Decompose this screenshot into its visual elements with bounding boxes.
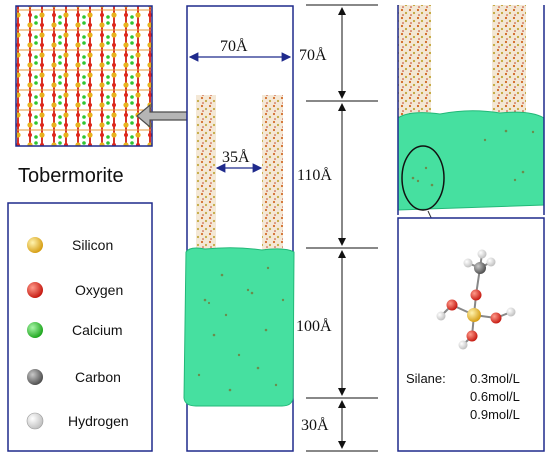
- calcium-atom-icon: [27, 322, 43, 338]
- silane-concentration-3: 0.9mol/L: [470, 407, 520, 422]
- silane-molecule-panel: Silane: 0.3mol/L 0.6mol/L 0.9mol/L: [397, 217, 545, 452]
- oxygen-atom-icon: [27, 282, 43, 298]
- legend-label-calcium: Calcium: [72, 322, 123, 338]
- bottom-height-label: 30Å: [301, 416, 329, 434]
- tobermorite-structure: [15, 5, 153, 147]
- legend-label-carbon: Carbon: [75, 369, 121, 385]
- legend-label-hydrogen: Hydrogen: [68, 413, 129, 429]
- zoomed-pore-view: [397, 5, 545, 257]
- left-pore-wall: [196, 95, 216, 258]
- silane-label: Silane:: [406, 371, 446, 386]
- carbon-atom-icon: [27, 369, 43, 385]
- top-height-label: 70Å: [299, 46, 327, 64]
- atom-legend: Silicon Oxygen Calcium Carbon Hydrogen: [7, 202, 153, 452]
- right-pore-wall: [262, 95, 283, 258]
- box-width-label: 70Å: [220, 37, 248, 55]
- silane-concentration-2: 0.6mol/L: [470, 389, 520, 404]
- zoomed-solution-region: [397, 110, 545, 211]
- hydrogen-atom-icon: [26, 412, 44, 430]
- pore-width-label: 35Å: [222, 148, 250, 166]
- solution-height-label: 100Å: [296, 317, 332, 335]
- legend-label-silicon: Silicon: [72, 237, 113, 253]
- pointer-arrow-to-tobermorite: [136, 103, 191, 129]
- height-dimensions: [306, 4, 378, 452]
- pore-height-label: 110Å: [297, 166, 332, 184]
- silane-concentration-1: 0.3mol/L: [470, 371, 520, 386]
- zoom-highlight-ellipse: [401, 145, 445, 211]
- tobermorite-label: Tobermorite: [18, 165, 124, 187]
- silicon-atom-icon: [27, 237, 43, 253]
- legend-label-oxygen: Oxygen: [75, 282, 123, 298]
- simulation-box: 70Å 35Å: [183, 5, 295, 452]
- silane-solution-region: [183, 247, 295, 407]
